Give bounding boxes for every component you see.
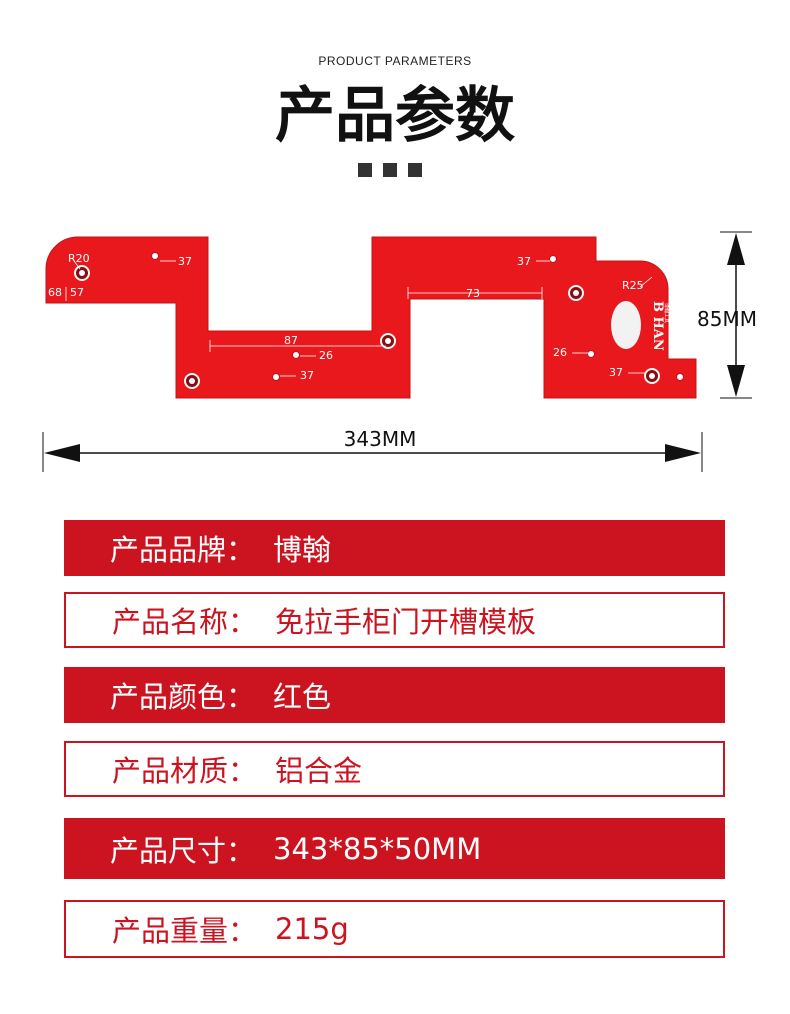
spec-row-weight: 产品重量： 215g: [64, 900, 725, 958]
dim-label-57: 57: [70, 286, 84, 299]
spec-value: 免拉手柜门开槽模板: [275, 605, 537, 639]
spec-label: 产品品牌：: [110, 533, 256, 567]
spec-value: 铝合金: [275, 754, 363, 788]
dim-label-87: 87: [284, 334, 298, 347]
oval-slot: [611, 301, 641, 349]
spec-row-name: 产品名称： 免拉手柜门开槽模板: [64, 592, 725, 648]
width-dimension: [42, 432, 703, 472]
spec-row-material: 产品材质： 铝合金: [64, 741, 725, 797]
spec-label: 产品材质：: [112, 754, 258, 788]
spec-label: 产品颜色：: [110, 680, 256, 714]
page-title: 产品参数: [275, 81, 515, 151]
brand-logo: B HAN: [650, 301, 665, 351]
spec-value: 博翰: [273, 533, 332, 567]
spec-row-brand: 产品品牌： 博翰: [64, 520, 725, 576]
template-plate-drawing: R20 68 57 37 87 26 37 73 37 26 37 R25 B …: [42, 231, 752, 472]
dim-label-37-c: 37: [517, 255, 531, 268]
dim-label-26-b: 26: [553, 346, 567, 359]
dim-label-68: 68: [48, 286, 62, 299]
spec-label: 产品名称：: [112, 605, 258, 639]
dim-label-73: 73: [466, 287, 480, 300]
title-divider-dots: [358, 163, 422, 177]
spec-row-size: 产品尺寸： 343*85*50MM: [64, 818, 725, 879]
dim-label-37-d: 37: [609, 366, 623, 379]
dim-label-26-a: 26: [319, 349, 333, 362]
radius-label-r20: R20: [68, 252, 90, 265]
radius-label-r25: R25: [622, 279, 644, 292]
spec-label: 产品重量：: [112, 914, 258, 948]
pin-holes: [151, 252, 684, 381]
spec-value: 343*85*50MM: [273, 831, 482, 866]
spec-row-color: 产品颜色： 红色: [64, 667, 725, 723]
height-dimension-label: 85MM: [697, 307, 757, 331]
template-plate: [45, 236, 697, 399]
dim-label-37-a: 37: [178, 255, 192, 268]
eyebrow-text: PRODUCT PARAMETERS: [318, 54, 472, 68]
brand-logo-subtitle: 博翰工具: [663, 303, 670, 323]
width-dimension-label: 343MM: [343, 427, 417, 451]
spec-value: 215g: [275, 912, 349, 946]
height-dimension: [720, 231, 752, 399]
template-diagram: R20 68 57 37 87 26 37 73 37 26 37 R25 B …: [0, 215, 790, 479]
spec-label: 产品尺寸：: [110, 833, 256, 868]
dim-label-37-b: 37: [300, 369, 314, 382]
spec-value: 红色: [273, 680, 332, 714]
